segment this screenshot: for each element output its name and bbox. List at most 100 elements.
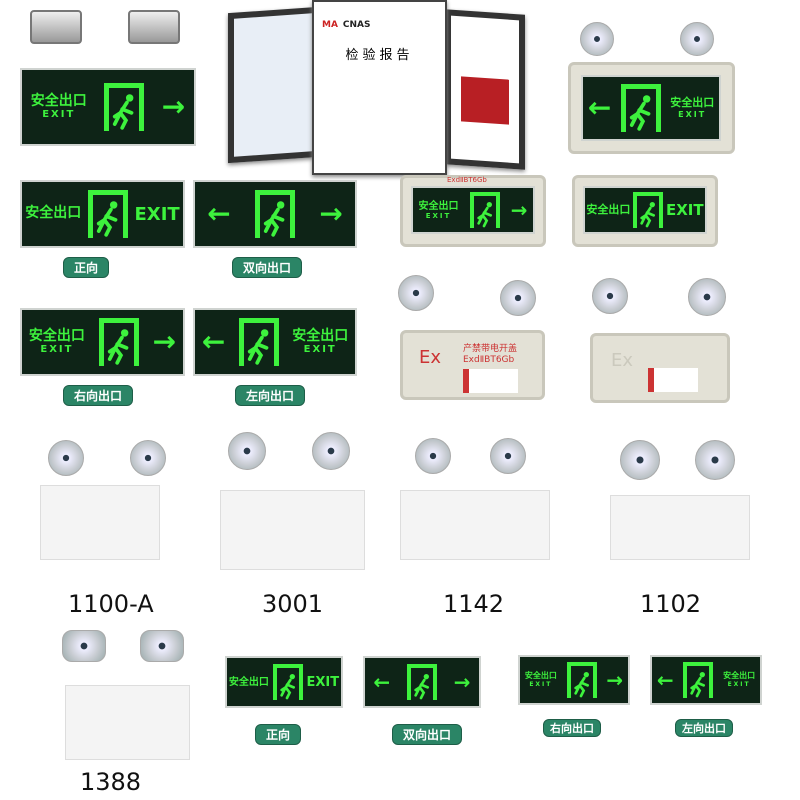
arrow-left-icon: ← — [587, 91, 612, 124]
arrow-left-icon: ← — [201, 325, 226, 358]
sign-en: EXIT — [42, 109, 76, 121]
runner-icon — [272, 664, 303, 700]
runner-icon — [683, 662, 714, 698]
certificate-page-main: MA CNAS 检验报告 — [312, 0, 447, 175]
ex-mark: Ex — [611, 350, 634, 371]
certificate-page-right — [445, 9, 525, 170]
sign-cn: 安全出口 — [524, 671, 557, 681]
runner-icon — [406, 664, 437, 700]
label-right: 右向出口 — [63, 385, 134, 406]
lamp-icon — [130, 440, 166, 476]
nameplate — [648, 368, 698, 392]
sign-en: EXIT — [303, 344, 337, 356]
warning-text: 产禁带电开盖 — [463, 344, 518, 354]
exit-sign-bidirectional-small: ← → — [363, 656, 481, 708]
model-label: 1102 — [640, 590, 702, 618]
arrow-right-icon: → — [453, 670, 471, 694]
lamp-icon — [592, 278, 628, 314]
certificate-title: 检验报告 — [345, 48, 414, 63]
runner-icon — [254, 190, 295, 238]
runner-icon — [469, 192, 500, 228]
emergency-light-3001 — [220, 490, 365, 570]
exit-sign-forward: 安全出口 EXIT — [20, 180, 185, 248]
sign-en: EXIT — [727, 680, 751, 688]
sign-cn: 安全出口 — [418, 200, 459, 212]
lamp-icon — [680, 22, 714, 56]
lamp-icon — [48, 440, 84, 476]
lamp-icon — [398, 275, 434, 311]
sign-en: EXIT — [665, 201, 704, 219]
lamp-icon — [312, 432, 350, 470]
arrow-right-icon: → — [319, 197, 343, 230]
arrow-right-icon: → — [161, 90, 186, 123]
rating-text: ExdⅡBT6Gb — [463, 355, 515, 365]
arrow-right-icon: → — [510, 198, 528, 222]
sign-cn: 安全出口 — [723, 671, 756, 681]
arrow-right-icon: → — [152, 325, 177, 358]
label-forward: 正向 — [63, 257, 110, 278]
sign-en: EXIT — [40, 344, 74, 356]
lamp-icon — [500, 280, 536, 316]
lamp-icon — [415, 438, 451, 474]
sign-en: EXIT — [529, 680, 553, 688]
rating-text: ExdⅡBT6Gb — [447, 176, 487, 184]
label-right: 右向出口 — [543, 719, 601, 737]
explosion-proof-exit-sign: 安全出口 EXIT — [572, 175, 718, 247]
arrow-left-icon: ← — [656, 668, 674, 692]
exit-sign-forward-small: 安全出口 EXIT — [225, 656, 343, 708]
sign-cn: 安全出口 — [28, 327, 85, 344]
arrow-left-icon: ← — [373, 670, 391, 694]
sign-en: EXIT — [425, 211, 452, 220]
sign-cn: 安全出口 — [30, 92, 87, 109]
lamp-icon — [688, 278, 726, 316]
runner-icon — [620, 84, 661, 132]
runner-icon — [98, 318, 139, 366]
sign-cn: 安全出口 — [25, 205, 82, 222]
lamp-icon — [580, 22, 614, 56]
certificate-page-left — [228, 6, 318, 164]
label-forward: 正向 — [255, 724, 302, 745]
sign-cn: 安全出口 — [670, 96, 715, 110]
ex-mark: Ex — [419, 347, 442, 368]
flood-lamp-right — [128, 10, 180, 44]
sign-en: EXIT — [134, 203, 180, 225]
runner-icon — [633, 192, 664, 228]
label-bidirectional: 双向出口 — [392, 724, 463, 745]
lamp-icon — [490, 438, 526, 474]
lamp-icon — [140, 630, 184, 662]
flood-lamp-left — [30, 10, 82, 44]
ma-logo: MA — [322, 20, 338, 30]
sign-en: EXIT — [306, 674, 340, 690]
explosion-proof-emergency-light: Ex 产禁带电开盖 ExdⅡBT6Gb — [400, 330, 545, 400]
arrow-right-icon: → — [606, 668, 624, 692]
runner-icon — [104, 83, 145, 131]
sign-cn: 安全出口 — [586, 202, 631, 216]
model-label: 3001 — [262, 590, 324, 618]
sign-cn: 安全出口 — [228, 676, 269, 688]
cnas-logo: CNAS — [342, 20, 371, 30]
label-left: 左向出口 — [675, 719, 733, 737]
arrow-left-icon: ← — [207, 197, 231, 230]
lamp-icon — [620, 440, 660, 480]
runner-icon — [238, 318, 279, 366]
lamp-icon — [62, 630, 106, 662]
lamp-icon — [228, 432, 266, 470]
emergency-light-1388 — [65, 685, 190, 760]
exit-sign-bidirectional: ← → — [193, 180, 357, 248]
label-bidirectional: 双向出口 — [232, 257, 303, 278]
runner-icon — [566, 662, 597, 698]
emergency-light-1100-a — [40, 485, 160, 560]
runner-icon — [87, 190, 128, 238]
emergency-light-1142 — [400, 490, 550, 560]
explosion-proof-emergency-light: Ex — [590, 333, 730, 403]
emergency-light-1102 — [610, 495, 750, 560]
model-label: 1388 — [80, 768, 142, 796]
label-left: 左向出口 — [235, 385, 306, 406]
